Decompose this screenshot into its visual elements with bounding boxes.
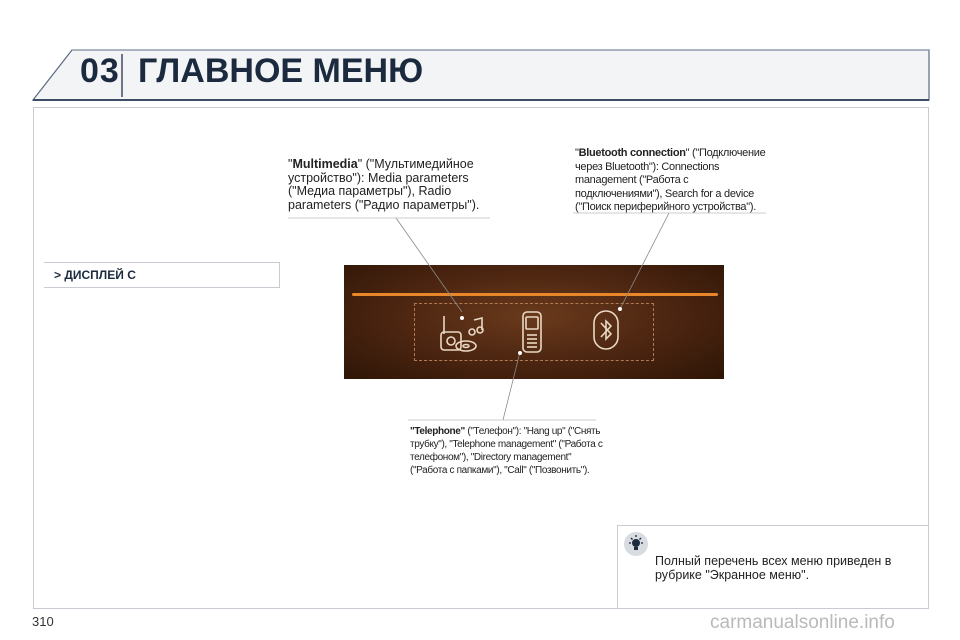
bluetooth-icon	[593, 310, 619, 350]
note-text: Полный перечень всех меню приведен в руб…	[655, 554, 892, 582]
screen-accent-line	[352, 293, 718, 296]
multimedia-callout-title: Multimedia	[292, 157, 358, 171]
multimedia-callout: "Multimedia" ("Мультимедийное устройство…	[288, 157, 493, 212]
multimedia-icon	[440, 316, 484, 352]
telephone-callout-title: "Telephone"	[410, 426, 465, 437]
lightbulb-icon	[624, 532, 648, 556]
content-frame	[33, 107, 929, 609]
page-number: 310	[32, 614, 54, 629]
multimedia-callout-text: " ("Мультимедийное устройство"): Media p…	[288, 157, 480, 212]
bluetooth-pointer-dot	[618, 307, 622, 311]
telephone-pointer-dot	[518, 351, 522, 355]
bluetooth-open-quote: "	[575, 147, 579, 159]
telephone-callout: "Telephone" ("Телефон"): "Hang up" ("Сня…	[410, 425, 610, 477]
chapter-title: ГЛАВНОЕ МЕНЮ	[138, 52, 424, 90]
screen-menu-box	[414, 303, 654, 361]
display-section-label: > ДИСПЛЕЙ C	[54, 268, 136, 282]
bluetooth-callout-title: Bluetooth connection	[578, 147, 686, 159]
display-section-tab: > ДИСПЛЕЙ C	[44, 262, 280, 288]
bluetooth-callout-text: " ("Подключение через Bluetooth"): Conne…	[575, 147, 766, 213]
chapter-number: 03	[80, 52, 120, 90]
display-screen	[344, 265, 724, 379]
note-box	[617, 525, 929, 609]
telephone-callout-text: ("Телефон"): "Hang up" ("Снять трубку"),…	[410, 426, 603, 476]
bluetooth-callout: "Bluetooth connection" ("Подключение чер…	[575, 147, 775, 215]
multimedia-open-quote: "	[288, 157, 293, 171]
watermark: carmanualsonline.info	[710, 612, 895, 633]
mobile-phone-icon	[522, 311, 542, 353]
header-banner	[31, 49, 930, 101]
